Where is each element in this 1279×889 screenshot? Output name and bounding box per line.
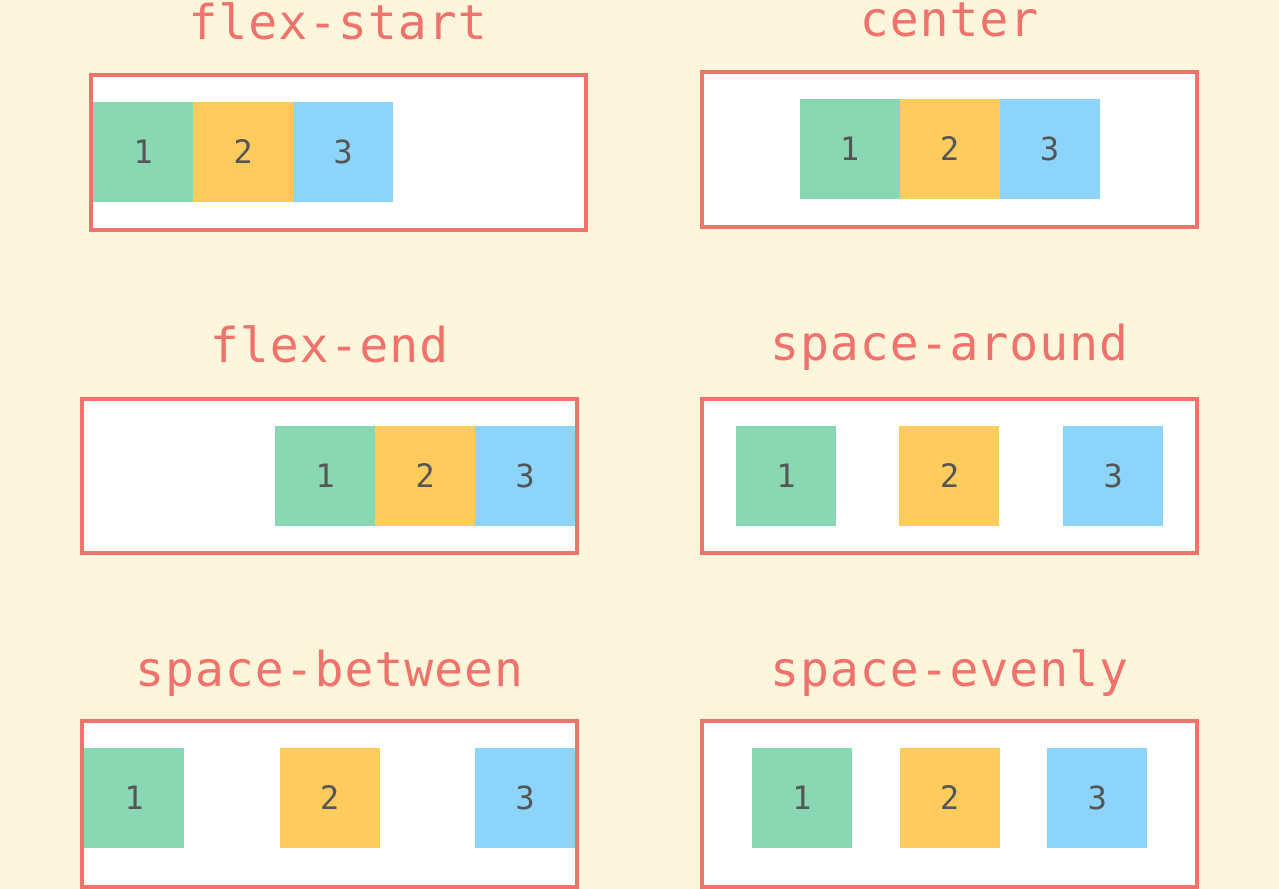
panel-title: flex-end [209, 318, 450, 374]
flex-item-1: 1 [735, 426, 836, 526]
flex-item-3: 3 [293, 102, 393, 202]
flex-container: 1 2 3 [700, 70, 1199, 229]
flex-container: 1 2 3 [80, 397, 579, 555]
panel-title: space-around [770, 316, 1129, 372]
flex-item-1: 1 [84, 748, 184, 848]
flex-container: 1 2 3 [89, 73, 588, 232]
flex-item-3: 3 [1063, 426, 1164, 526]
flex-container: 1 2 3 [700, 719, 1199, 889]
flex-item-2: 2 [193, 102, 293, 202]
flex-item-2: 2 [279, 748, 380, 848]
panel-title: space-between [135, 642, 524, 698]
panel-title: space-evenly [770, 642, 1129, 698]
flex-item-2: 2 [899, 99, 1000, 199]
flex-item-3: 3 [475, 748, 575, 848]
panel-title: center [859, 0, 1040, 48]
flex-item-2: 2 [899, 426, 1000, 526]
panel-title: flex-start [188, 0, 488, 51]
flex-item-2: 2 [375, 426, 475, 526]
flex-container: 1 2 3 [80, 719, 579, 889]
flex-item-3: 3 [999, 99, 1100, 199]
flex-item-3: 3 [475, 426, 575, 526]
flex-container: 1 2 3 [700, 397, 1199, 555]
flex-item-3: 3 [1047, 748, 1148, 848]
flex-item-2: 2 [899, 748, 1000, 848]
flex-item-1: 1 [93, 102, 193, 202]
flex-item-1: 1 [275, 426, 375, 526]
flex-item-1: 1 [751, 748, 852, 848]
flex-item-1: 1 [799, 99, 900, 199]
